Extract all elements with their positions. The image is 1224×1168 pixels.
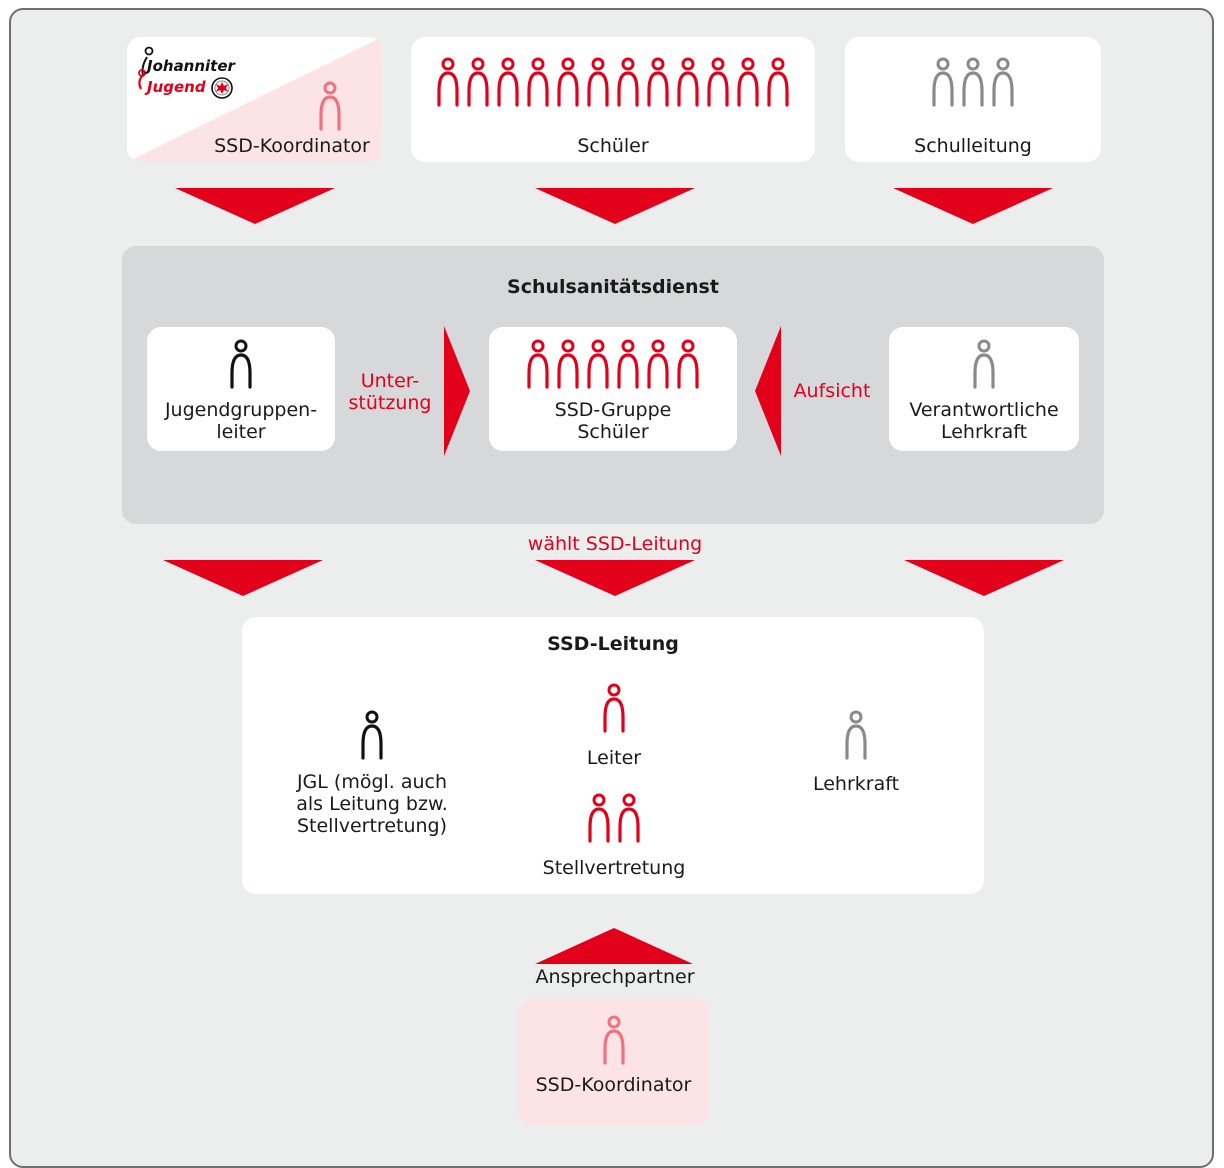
person-icon [647,57,669,107]
person-icon [437,57,459,107]
logo-line2: Jugend [147,78,206,96]
lehrkraft-people [889,339,1079,389]
jugendgruppenleiter-label: Jugendgruppen- leiter [164,399,318,443]
ssd-leitung-title: SSD-Leitung [547,633,679,655]
right-arrow-support [444,326,470,456]
down-arrow-schueler [535,188,695,224]
jugendgruppenleiter-people [147,339,335,389]
person-icon [603,683,625,733]
down-arrow-schulleitung [893,188,1053,224]
person-icon [932,57,954,107]
waehlt-ssd-leitung-label: wählt SSD-Leitung [527,533,703,555]
person-icon [992,57,1014,107]
unterstuetzung-label: Unter- stützung [348,370,432,414]
person-icon [962,57,984,107]
leiter-people [514,683,714,733]
koordinator-card: Johanniter Jugend SSD-Koordinator [127,37,382,162]
down-arrow-left [163,560,323,596]
bottom-koordinator-card: SSD-Koordinator [518,999,709,1125]
person-icon [767,57,789,107]
person-icon [602,1015,625,1065]
johanniter-logo: Johanniter Jugend [135,45,245,105]
jgl-people [272,710,472,760]
aufsicht-label: Aufsicht [793,380,871,402]
stellvertretung-label: Stellvertretung [542,857,686,879]
down-arrow-koordinator [175,188,335,224]
koordinator-label: SSD-Koordinator [214,135,370,157]
person-icon [230,339,252,389]
ssd-gruppe-label: SSD-Gruppe Schüler [554,399,672,443]
lehrkraft-label: Lehrkraft [812,773,900,795]
down-arrow-center [535,560,695,596]
verantwortliche-lehrkraft-card: Verantwortliche Lehrkraft [889,327,1079,451]
person-icon [587,57,609,107]
person-icon [587,339,609,389]
johanniter-cross-emblem-icon [211,77,233,99]
leiter-label: Leiter [586,747,642,769]
schulleitung-people [845,57,1101,107]
person-icon [319,81,341,131]
person-icon [361,710,383,760]
koordinator-people [317,81,343,131]
person-icon [557,57,579,107]
schulleitung-card: Schulleitung [845,37,1101,162]
ansprechpartner-label: Ansprechpartner [535,966,695,988]
schueler-card: Schüler [411,37,815,162]
person-icon [647,339,669,389]
left-arrow-oversight [755,326,781,456]
person-icon [973,339,995,389]
ssd-gruppe-people [489,339,737,389]
person-icon [677,57,699,107]
jgl-label: JGL (mögl. auch als Leitung bzw. Stellve… [296,771,448,837]
person-icon [737,57,759,107]
person-icon [467,57,489,107]
schulsanitaetsdienst-title: Schulsanitätsdienst [507,276,719,298]
up-arrow-contact [535,928,693,964]
bottom-koordinator-label: SSD-Koordinator [535,1074,692,1096]
person-icon [557,339,579,389]
person-icon [677,339,699,389]
ssd-leitung-card: SSD-Leitung JGL (mögl. auch als Leitung … [242,617,984,894]
bottom-koordinator-people [518,1015,709,1065]
schulleitung-label: Schulleitung [914,135,1032,157]
verantwortliche-lehrkraft-label: Verantwortliche Lehrkraft [909,399,1059,443]
jugendgruppenleiter-card: Jugendgruppen- leiter [147,327,335,451]
person-icon [845,710,867,760]
logo-line1: Johanniter [147,57,235,75]
person-icon [588,793,610,843]
schueler-label: Schüler [577,135,649,157]
person-icon [617,339,639,389]
person-icon [707,57,729,107]
person-icon [527,57,549,107]
lehrkraft-leitung-people [756,710,956,760]
person-icon [497,57,519,107]
logo-figure-icon [138,46,154,90]
person-icon [618,793,640,843]
ssd-gruppe-card: SSD-Gruppe Schüler [489,327,737,451]
person-icon [527,339,549,389]
stellvertretung-people [514,793,714,843]
schueler-people [411,57,815,107]
person-icon [617,57,639,107]
koordinator-diagonal-bg [127,37,382,162]
down-arrow-right [904,560,1064,596]
schulsanitaetsdienst-panel: Schulsanitätsdienst Jugendgruppen- leite… [122,246,1104,524]
